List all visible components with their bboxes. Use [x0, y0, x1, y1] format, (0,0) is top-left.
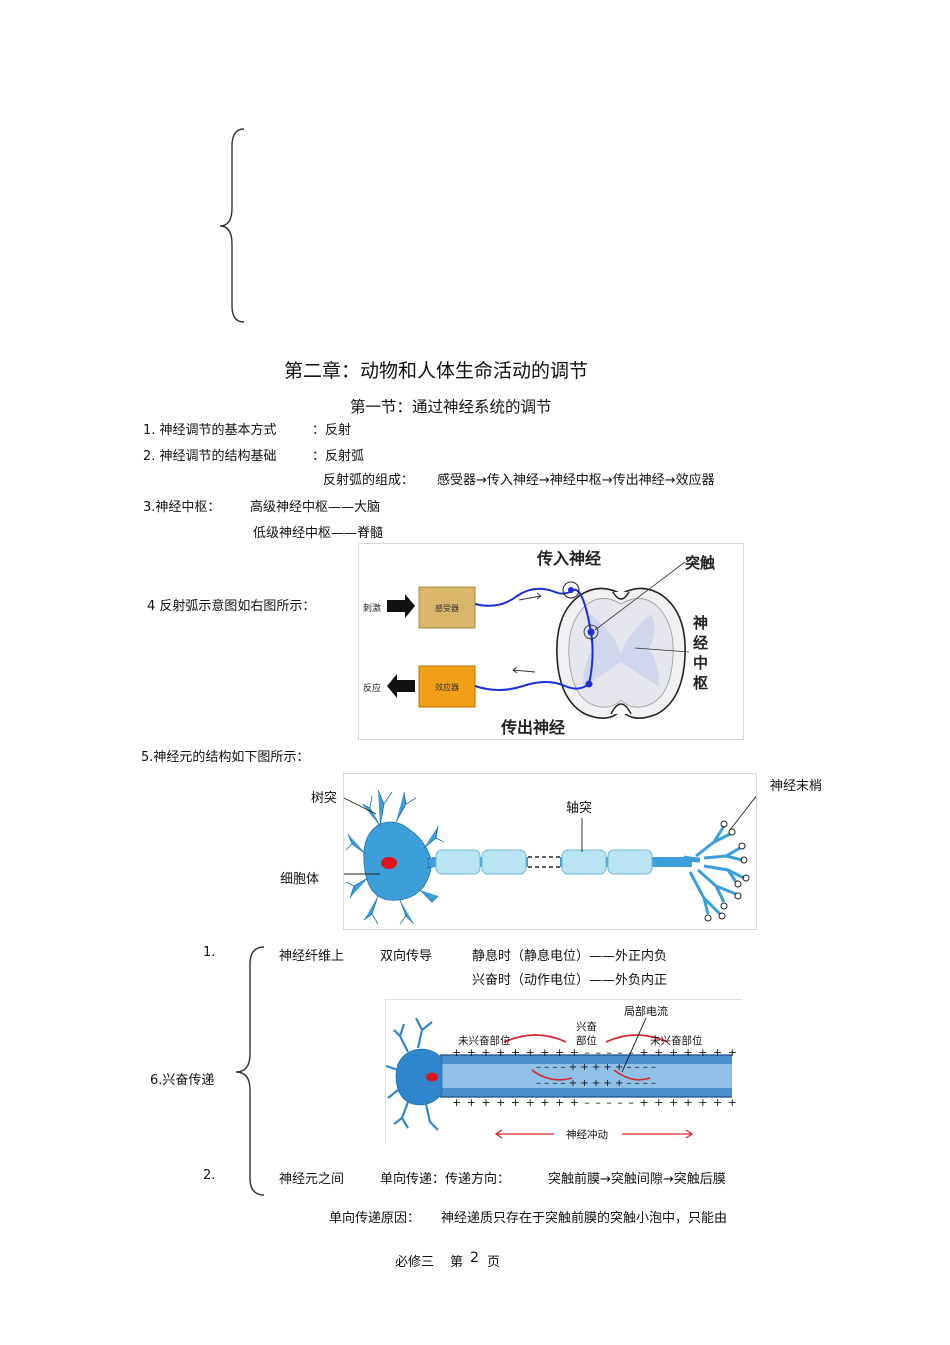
effector-box [418, 665, 476, 708]
item-6-2-mode: 单向传递：传递方向： [380, 1172, 511, 1187]
neuron-body-small [385, 1017, 443, 1131]
ventral-gap [610, 703, 632, 715]
charge-row-inner-bottom: – – – – + + + + + – – – – [536, 1078, 656, 1089]
synapse-node-1 [587, 628, 595, 636]
local-current-arc-right-top [605, 1034, 669, 1043]
item-1-label: 1. 神经调节的基本方式 [143, 423, 277, 438]
myelin-sheath-3 [561, 849, 607, 875]
item-2-value: ：反射弧 [312, 449, 365, 464]
terminal-label: 神经末梢 [770, 779, 823, 794]
top-brace [219, 128, 245, 323]
efferent-nerve [474, 681, 590, 691]
item-6-1-excite: 兴奋时（动作电位）——外负内正 [472, 973, 668, 988]
footer-page-prefix: 第 [450, 1255, 464, 1270]
stimulus-arrow-icon [387, 594, 415, 618]
response-label: 反应 [363, 682, 381, 694]
axon-terminal-bulbs [704, 820, 750, 922]
item-6-2-head: 神经元之间 [279, 1172, 345, 1187]
nucleus [381, 857, 397, 869]
local-current-arc-left-top [503, 1034, 567, 1043]
item-6-2-direction: 突触前膜→突触间隙→突触后膜 [548, 1172, 726, 1187]
item-6-1-num: 1. [203, 945, 216, 960]
section-title: 第一节：通过神经系统的调节 [350, 398, 552, 416]
dendrite-pointer [343, 797, 377, 815]
synapse-highlight-1 [562, 581, 580, 599]
reflex-arc-figure: 刺激 感受器 反应 效应器 传入神经 传出神经 突触 神 经 中 枢 [358, 543, 744, 740]
afferent-direction-arrow [518, 592, 542, 601]
synapse-pointer [594, 561, 686, 631]
myelin-sheath-4 [607, 849, 653, 875]
synapse-node-2 [585, 680, 593, 688]
chapter-title: 第二章：动物和人体生命活动的调节 [284, 360, 589, 382]
item-6-label: 6.兴奋传递 [150, 1073, 215, 1088]
axon-break-dashes [528, 856, 560, 868]
impulse-label: 神经冲动 [566, 1128, 608, 1141]
local-current-label: 局部电流 [624, 1004, 668, 1018]
charge-row-inner-top: – – – – + + + + + – – – – [536, 1062, 656, 1073]
effector-label: 效应器 [435, 682, 459, 692]
item-3-high: 高级神经中枢——大脑 [250, 500, 381, 515]
item-1-value: ：反射 [312, 423, 352, 438]
item-2-label: 2. 神经调节的结构基础 [143, 449, 277, 464]
item-2-sub-label: 反射弧的组成： [323, 473, 415, 488]
neuron-figure [324, 773, 765, 930]
local-current-pointer [621, 1017, 647, 1073]
gray-matter [583, 614, 659, 686]
impulse-arrow-right [622, 1129, 694, 1139]
center-pointer [634, 647, 690, 653]
excited-label-1: 兴奋 [576, 1020, 597, 1033]
item-3-low: 低级神经中枢——脊髓 [253, 526, 384, 541]
receptor-box [418, 586, 476, 629]
center-label-2: 经 [693, 634, 708, 652]
item-3-label: 3.神经中枢： [143, 500, 221, 515]
synapse-highlight-2 [583, 624, 599, 640]
afferent-label: 传入神经 [536, 549, 601, 568]
item-6-2-num: 2. [203, 1168, 216, 1183]
item-2-sub-value: 感受器→传入神经→神经中枢→传出神经→效应器 [437, 473, 715, 488]
charge-row-bottom: + + + + + + + + + – – – – – + + + + + + … [452, 1096, 742, 1109]
axon-break [528, 852, 560, 872]
receptor-label: 感受器 [435, 603, 459, 613]
item-5-label: 5.神经元的结构如下图所示： [141, 750, 310, 765]
excitation-brace [235, 946, 265, 1196]
footer-page-suffix: 页 [487, 1255, 501, 1270]
efferent-direction-arrow [512, 666, 536, 674]
stimulus-label: 刺激 [363, 602, 381, 614]
spinal-cord-inner [568, 598, 674, 708]
axon-label: 轴突 [566, 801, 593, 816]
efferent-label: 传出神经 [500, 718, 565, 737]
item-6-1-mode: 双向传导 [380, 949, 433, 964]
excitation-figure: + + + + + + + + + – – – – – + + + + + + … [385, 999, 781, 1142]
membrane-inner [440, 1064, 732, 1088]
unexcited-right-label: 未兴奋部位 [650, 1034, 703, 1047]
local-current-arc-right-mid [613, 1069, 651, 1081]
terminal-pointer [729, 785, 765, 831]
center-label-4: 枢 [693, 674, 708, 692]
response-arrow-icon [387, 674, 415, 698]
cell-body-label: 细胞体 [280, 872, 320, 887]
nucleus-small [426, 1072, 438, 1082]
excited-label-2: 部位 [576, 1034, 597, 1047]
myelin-sheath-2 [481, 849, 527, 875]
item-6-1-head: 神经纤维上 [279, 949, 345, 964]
dorsal-gap [612, 591, 630, 600]
unexcited-left-label: 未兴奋部位 [458, 1034, 511, 1047]
item-6-2-reason-label: 单向传递原因： [329, 1211, 421, 1226]
interneuron [588, 631, 594, 685]
footer-page-number: 2 [470, 1250, 479, 1266]
myelin-sheath-1 [435, 849, 481, 875]
ganglion-node [568, 587, 574, 593]
center-label-1: 神 [693, 614, 708, 632]
local-current-arc-left-mid [531, 1069, 573, 1081]
footer-course: 必修三 [395, 1255, 435, 1270]
center-label-3: 中 [693, 654, 708, 672]
item-6-1-rest: 静息时（静息电位）——外正内负 [472, 949, 668, 964]
synapse-label: 突触 [685, 554, 715, 572]
dendrite-label: 树突 [311, 791, 338, 806]
impulse-arrow-left [494, 1129, 554, 1139]
item-6-2-reason: 神经递质只存在于突触前膜的突触小泡中，只能由 [441, 1211, 728, 1226]
item-4-label: 4 反射弧示意图如右图所示： [147, 599, 316, 614]
charge-row-top: + + + + + + + + + – – – – – + + + + + + … [452, 1046, 742, 1059]
